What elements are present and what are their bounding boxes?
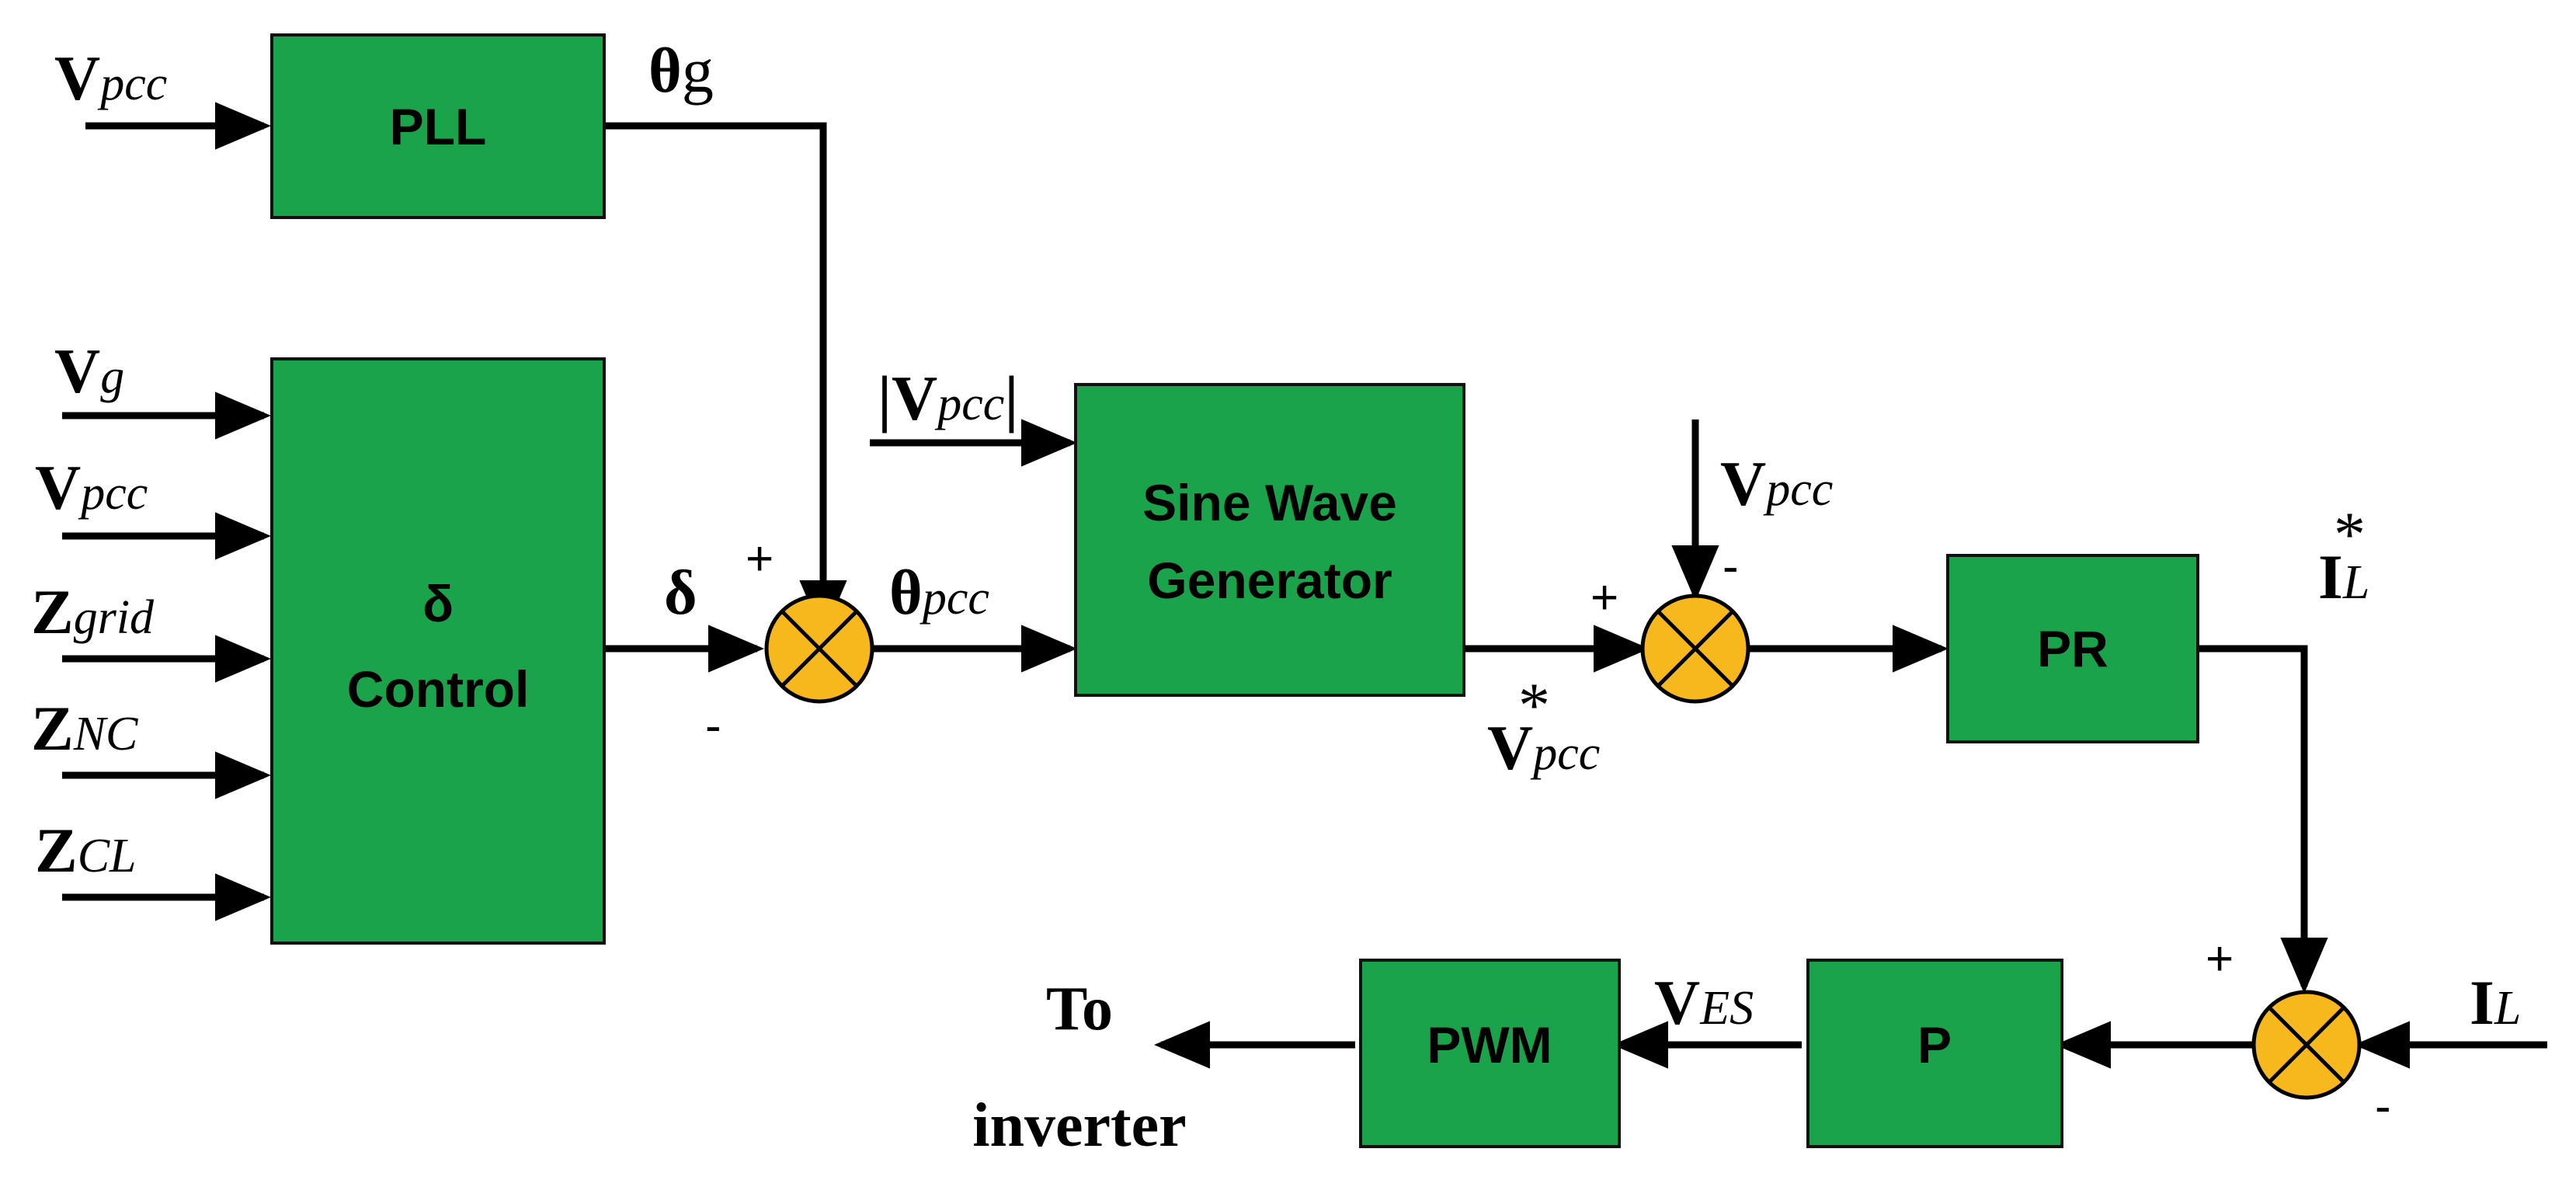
label-ves: VES [1654, 967, 1754, 1038]
summing-junction-3 [2251, 990, 2362, 1100]
label-delta: δ [664, 557, 697, 628]
sum3-minus-sign: - [2375, 1080, 2391, 1133]
label-zcl: ZCL [35, 815, 137, 886]
label-znc: ZNC [31, 693, 138, 764]
p-block: P [1806, 959, 2063, 1148]
sum2-plus-sign: + [1590, 571, 1618, 625]
label-vpcc-reference: Vpcc [1487, 712, 1600, 783]
pll-block: PLL [270, 33, 606, 219]
label-vpcc-magnitude: |Vpcc| [878, 363, 1018, 433]
sum1-minus-sign: - [705, 699, 721, 753]
summing-junction-1 [764, 593, 874, 704]
output-label-line1: To [1046, 975, 1113, 1043]
label-theta-pcc: θpcc [889, 557, 989, 628]
label-vpcc-delta: Vpcc [35, 452, 148, 523]
pll-label: PLL [390, 98, 487, 155]
pwm-label: PWM [1427, 1016, 1552, 1074]
sine-wave-generator-label-line1: Sine Wave [1142, 474, 1397, 531]
pwm-block: PWM [1359, 959, 1621, 1148]
delta-control-symbol: δ [422, 575, 454, 632]
label-vg: Vg [54, 336, 124, 406]
label-vpcc-pll: Vpcc [54, 43, 167, 113]
sum2-minus-sign: - [1723, 540, 1739, 593]
wire-pll-to-sum1 [604, 122, 847, 636]
wire-pr-to-sum3 [2198, 645, 2328, 994]
summing-junction-2 [1640, 593, 1750, 704]
sum1-plus-sign: + [746, 532, 773, 586]
pr-label: PR [2037, 620, 2108, 677]
label-il-reference: IL [2318, 541, 2369, 612]
label-vpcc-feedback: Vpcc [1720, 448, 1833, 519]
p-label: P [1917, 1016, 1952, 1074]
sine-wave-generator-label-line2: Generator [1147, 552, 1392, 609]
sum3-plus-sign: + [2206, 932, 2234, 986]
delta-control-label: Control [347, 660, 530, 718]
label-theta-g: θg [648, 35, 714, 106]
delta-control-block: δ Control [270, 357, 606, 945]
pr-block: PR [1946, 554, 2199, 743]
label-il: IL [2470, 967, 2521, 1038]
label-vpcc-reference-star: * [1518, 670, 1550, 740]
label-zgrid: Zgrid [31, 576, 155, 647]
sine-wave-generator-block: Sine Wave Generator [1074, 383, 1465, 697]
label-il-reference-star: * [2334, 499, 2366, 569]
output-label-line2: inverter [972, 1091, 1186, 1160]
